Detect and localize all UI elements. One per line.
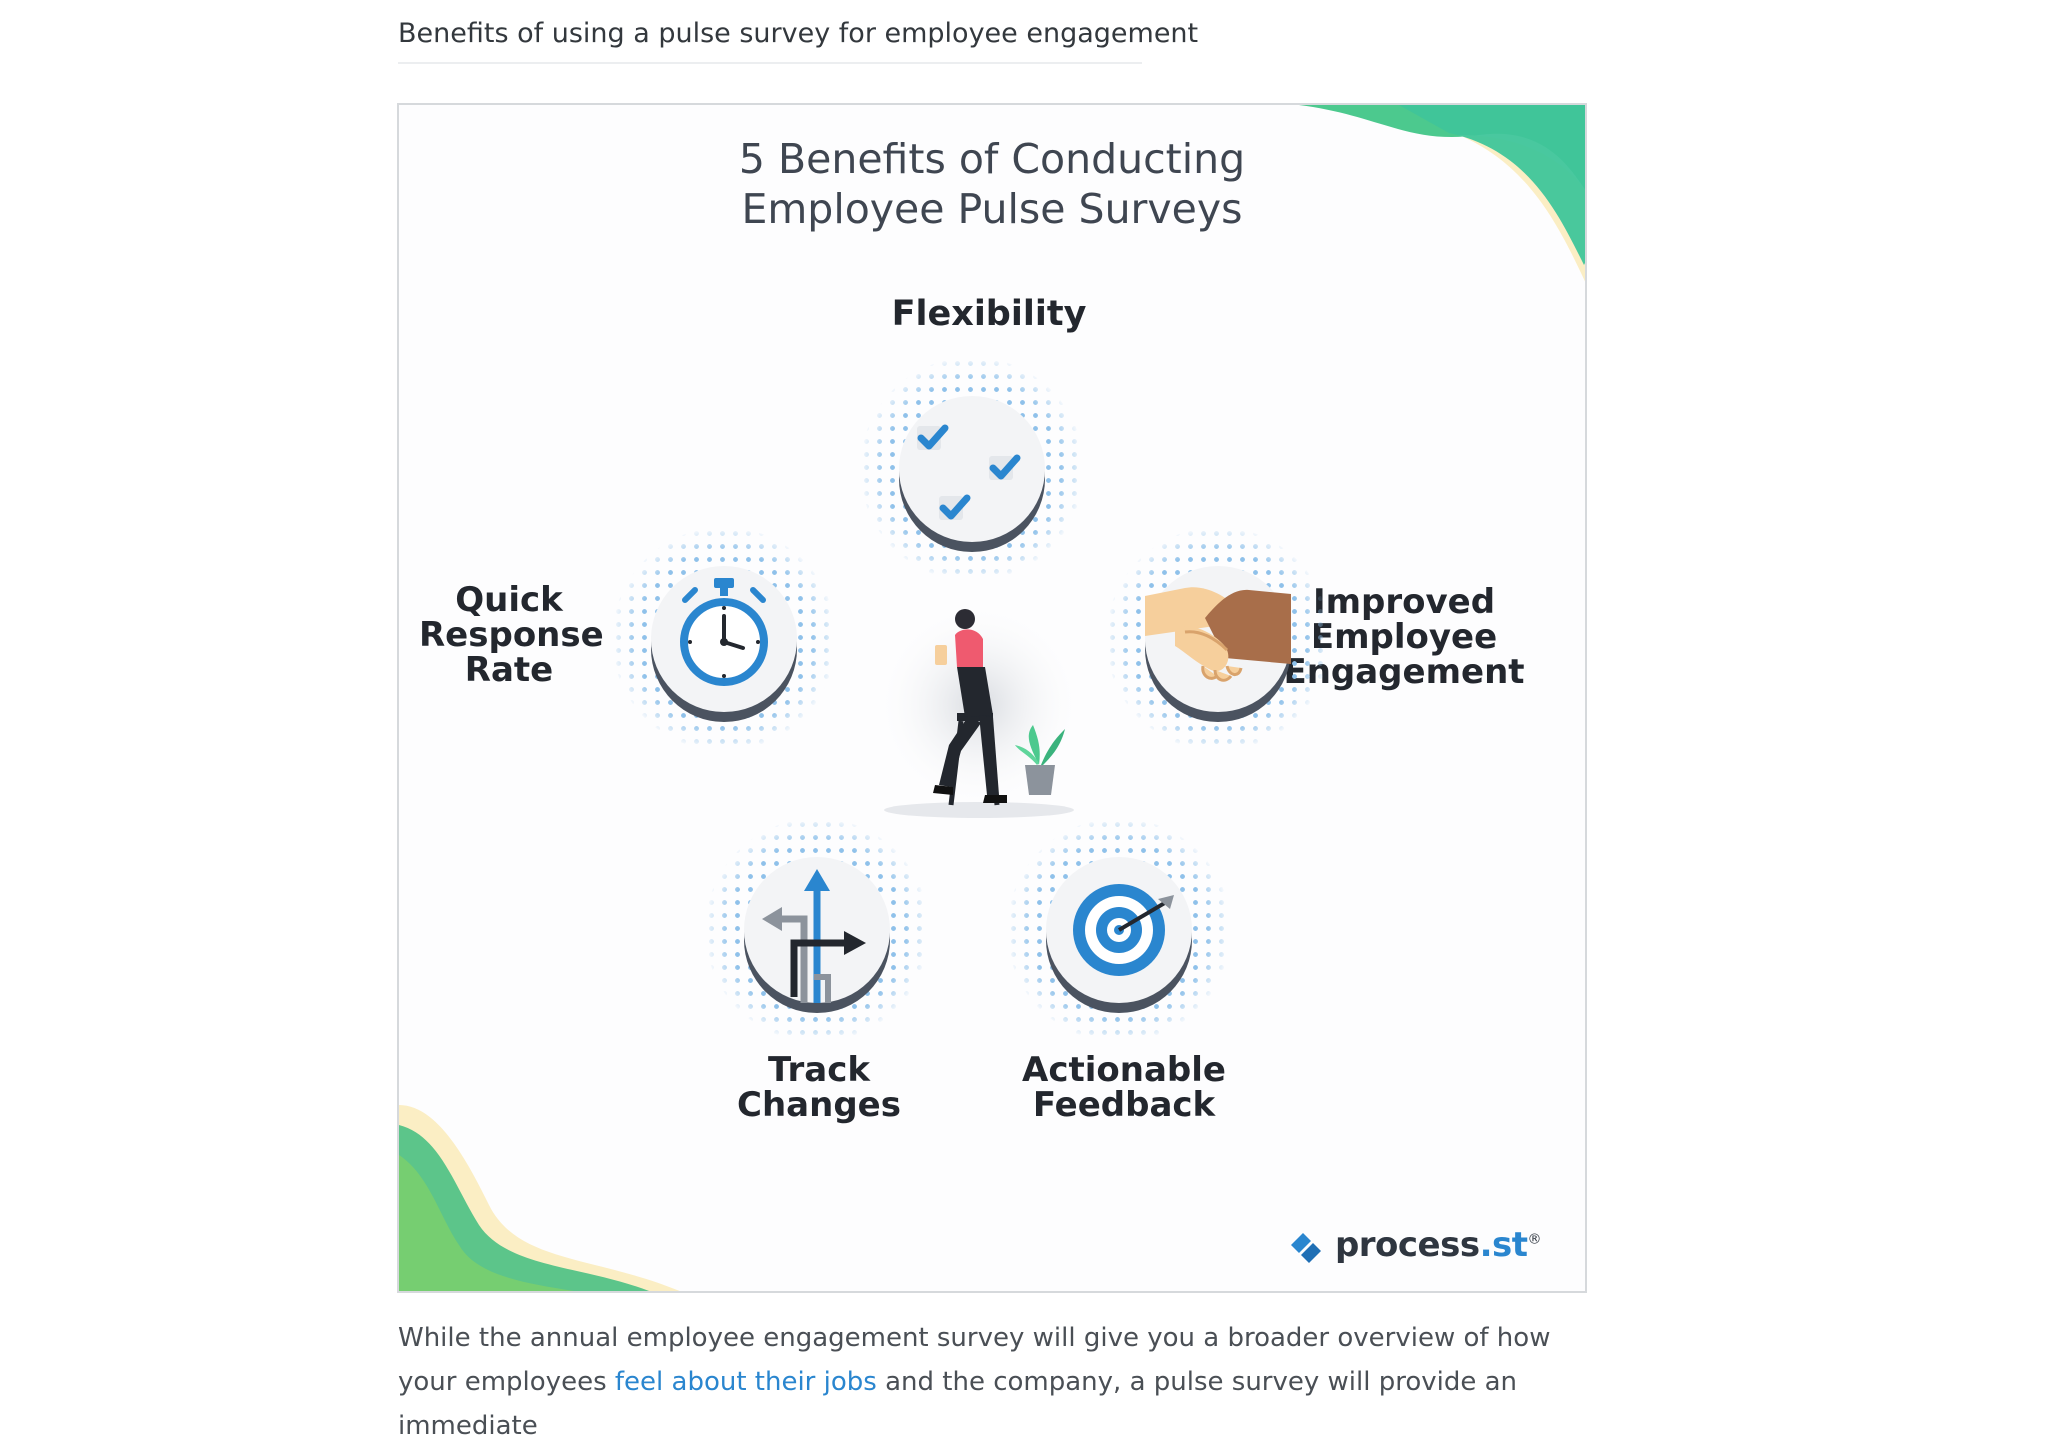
- benefit-label-track-changes: Track Changes: [737, 1050, 901, 1125]
- benefit-label-flexibility: Flexibility: [891, 294, 1087, 334]
- figure-caption: Benefits of using a pulse survey for emp…: [398, 18, 1199, 49]
- brand-wordmark: process.st®: [1334, 1225, 1542, 1265]
- paragraph-text-before-link: While the annual employee engagement sur…: [398, 1323, 1551, 1397]
- process-st-logo-mark: [1290, 1233, 1321, 1263]
- checklist-icon: [899, 396, 1045, 542]
- target-icon: [1046, 857, 1192, 1003]
- paragraph-text-after-link: and the company, a pulse survey will pro…: [398, 1367, 1518, 1441]
- process-st-logo: process.st®: [1287, 1225, 1541, 1265]
- handshake-icon: [1145, 566, 1291, 712]
- infographic-title-line-1: 5 Benefits of Conducting: [738, 135, 1246, 183]
- benefit-label-actionable-feedback: Actionable Feedback: [1022, 1050, 1226, 1125]
- caption-divider: [398, 62, 1142, 64]
- person-on-stool-illustration: [869, 595, 1089, 825]
- benefit-label-quick-response-rate: Quick Response Rate: [419, 580, 604, 690]
- feel-about-their-jobs-link[interactable]: feel about their jobs: [614, 1367, 877, 1397]
- infographic-image: 5 Benefits of Conducting Employee Pulse …: [397, 103, 1587, 1293]
- stopwatch-icon: [651, 566, 797, 712]
- figure-caption-block: Benefits of using a pulse survey for emp…: [398, 14, 1199, 64]
- arrows-icon: [744, 857, 890, 1003]
- infographic-title-line-2: Employee Pulse Surveys: [741, 185, 1243, 233]
- benefit-label-improved-engagement: Improved Employee Engagement: [1283, 582, 1525, 692]
- article-paragraph: While the annual employee engagement sur…: [398, 1316, 1558, 1448]
- decorative-waves: [399, 105, 1585, 1291]
